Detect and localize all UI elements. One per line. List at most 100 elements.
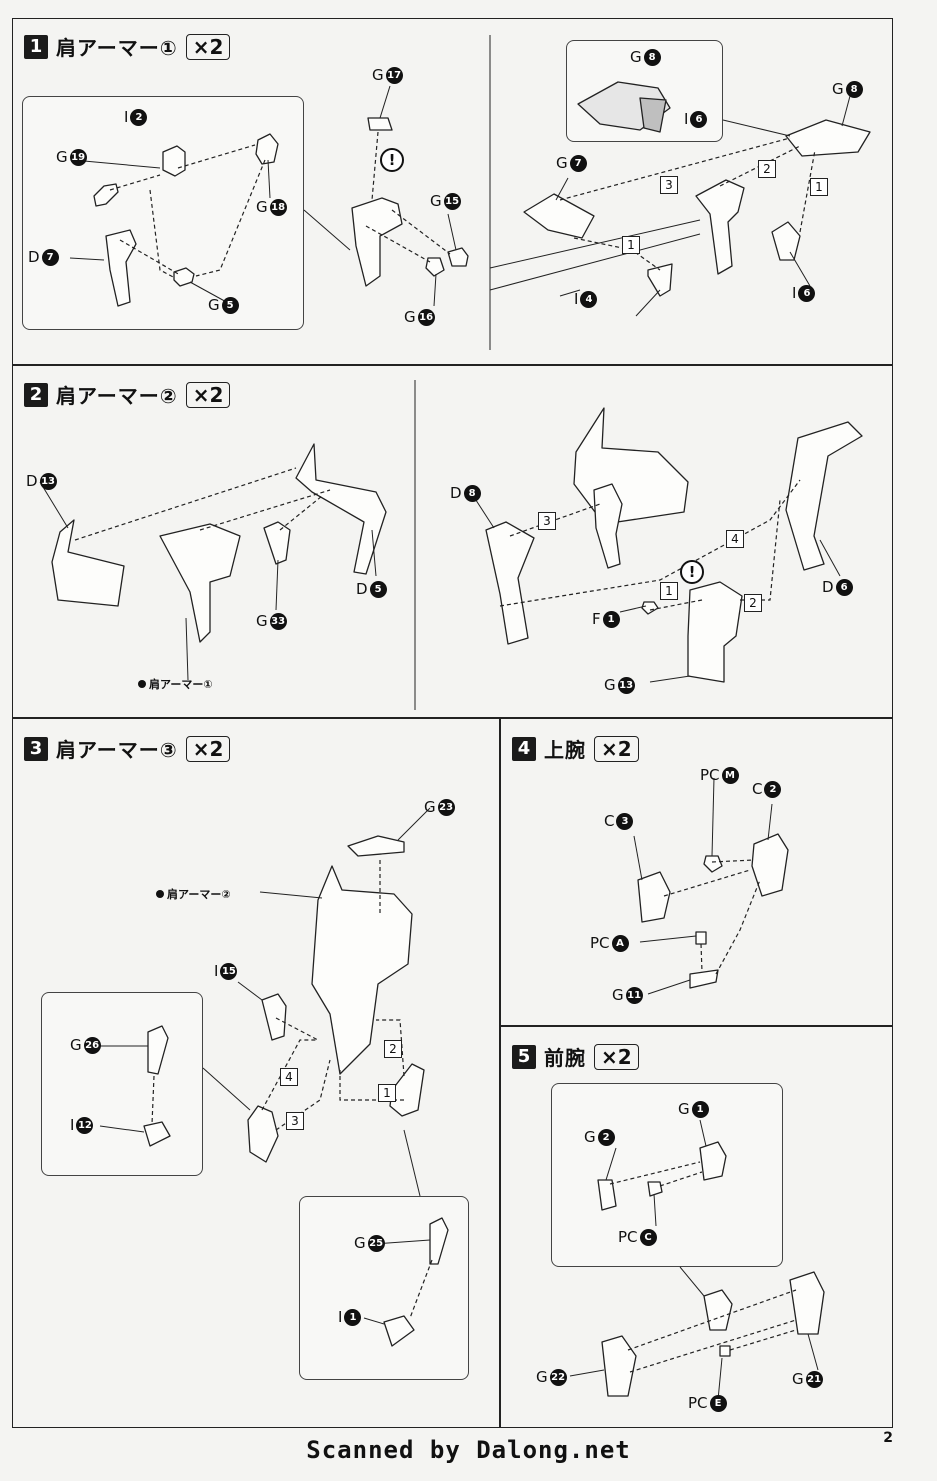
label-leader (569, 1369, 605, 1377)
label-leader (699, 1119, 707, 1147)
order-mark-1: 1 (660, 582, 678, 600)
caution-icon: ! (680, 560, 704, 584)
label-leader (371, 529, 377, 577)
step-4-frame (500, 718, 893, 1026)
step-title: 前腕 (544, 1046, 586, 1070)
guide-line (376, 1019, 405, 1077)
part-pc-a (695, 931, 707, 945)
guide-line (649, 599, 703, 611)
label-leader (619, 605, 647, 613)
step-4-header: 4 上腕 ×2 (512, 734, 639, 763)
step-quantity: ×2 (594, 735, 639, 762)
step-title: 肩アーマー② (56, 384, 178, 408)
part-i1 (383, 1315, 415, 1347)
label-leader (267, 159, 271, 199)
part-i15 (261, 993, 287, 1041)
guide-line (609, 1161, 701, 1185)
label-leader (639, 935, 697, 943)
order-mark-4: 4 (726, 530, 744, 548)
note-text: 肩アーマー② (167, 888, 231, 901)
part-g25 (429, 1217, 449, 1265)
label-leader (633, 835, 643, 881)
inset-leader (722, 119, 791, 137)
label-leader (711, 777, 715, 857)
guide-line (740, 499, 781, 601)
guide-line (177, 144, 256, 169)
part-f1 (641, 601, 659, 615)
guide-line (509, 503, 601, 537)
label-leader (635, 289, 661, 317)
step-number: 1 (24, 34, 48, 59)
part-d7 (105, 229, 137, 307)
part-g11 (689, 969, 719, 989)
label-leader (767, 803, 773, 841)
label-leader (789, 251, 811, 287)
guide-line (74, 467, 297, 541)
order-mark-2: 2 (758, 160, 776, 178)
step-quantity: ×2 (594, 1043, 639, 1070)
step-title: 上腕 (544, 738, 586, 762)
scan-credit: Scanned by Dalong.net (306, 1436, 631, 1464)
label-leader (275, 559, 279, 611)
part-pc-e (719, 1345, 731, 1357)
guide-line (627, 1289, 797, 1351)
step-2-header: 2 肩アーマー② ×2 (24, 380, 231, 409)
guide-line (195, 159, 266, 277)
part-g8 (785, 119, 871, 157)
divider-line (489, 233, 701, 291)
order-mark-3: 3 (538, 512, 556, 530)
label-leader (397, 807, 431, 841)
divider-line (489, 219, 701, 269)
label-leader (717, 1357, 723, 1401)
step-number: 3 (24, 736, 48, 761)
step-5-frame (500, 1026, 893, 1428)
guide-line (659, 1171, 703, 1187)
guide-line (199, 489, 331, 531)
shoulder-armor-1-note: 肩アーマー① (138, 676, 213, 692)
label-leader (555, 177, 569, 201)
reference-highlight (639, 97, 667, 133)
guide-line (279, 495, 323, 531)
part-forearm-core (703, 1289, 733, 1331)
step-title: 肩アーマー③ (56, 738, 178, 762)
step-number: 5 (512, 1044, 536, 1069)
guide-line (275, 1017, 319, 1041)
label-leader (447, 213, 457, 251)
part-i4 (647, 263, 673, 297)
part-c3 (637, 871, 671, 923)
part-i12 (143, 1121, 171, 1147)
guide-line (409, 1259, 433, 1319)
step-number: 2 (24, 382, 48, 407)
order-mark-3: 3 (286, 1112, 304, 1130)
inset-leader (202, 1067, 251, 1111)
step-3-header: 3 肩アーマー③ ×2 (24, 734, 231, 763)
guide-line (573, 237, 661, 271)
label-leader (653, 1193, 657, 1227)
part-g22 (601, 1335, 637, 1397)
step-1-header: 1 肩アーマー① ×2 (24, 32, 231, 61)
guide-line (391, 209, 451, 255)
part-g15 (447, 247, 469, 267)
shoulder-1-assembly (351, 197, 403, 287)
part-g17 (367, 117, 393, 131)
step-1-detail-inset (22, 96, 304, 330)
step-quantity: ×2 (185, 381, 231, 408)
